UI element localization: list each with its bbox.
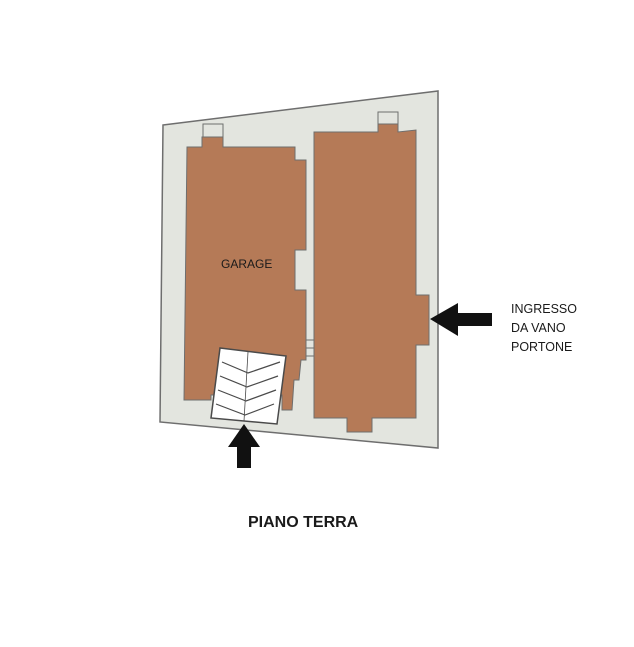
entrance-label-line-2: DA VANO bbox=[511, 321, 566, 335]
wall-niche-top bbox=[202, 123, 224, 138]
stair-icon bbox=[210, 347, 287, 425]
entrance-label-line-1: INGRESSO bbox=[511, 302, 577, 316]
door-opening bbox=[306, 339, 314, 357]
entrance-label-line-3: PORTONE bbox=[511, 340, 573, 354]
wall-niche-top-right bbox=[377, 111, 399, 125]
arrow-up-icon bbox=[228, 424, 260, 468]
arrow-left-icon bbox=[430, 303, 492, 336]
floor-title: PIANO TERRA bbox=[248, 514, 359, 531]
entrance-label: INGRESSO DA VANO PORTONE bbox=[511, 300, 577, 357]
room-label-garage: GARAGE bbox=[221, 257, 273, 271]
right-room-floor bbox=[313, 123, 430, 433]
